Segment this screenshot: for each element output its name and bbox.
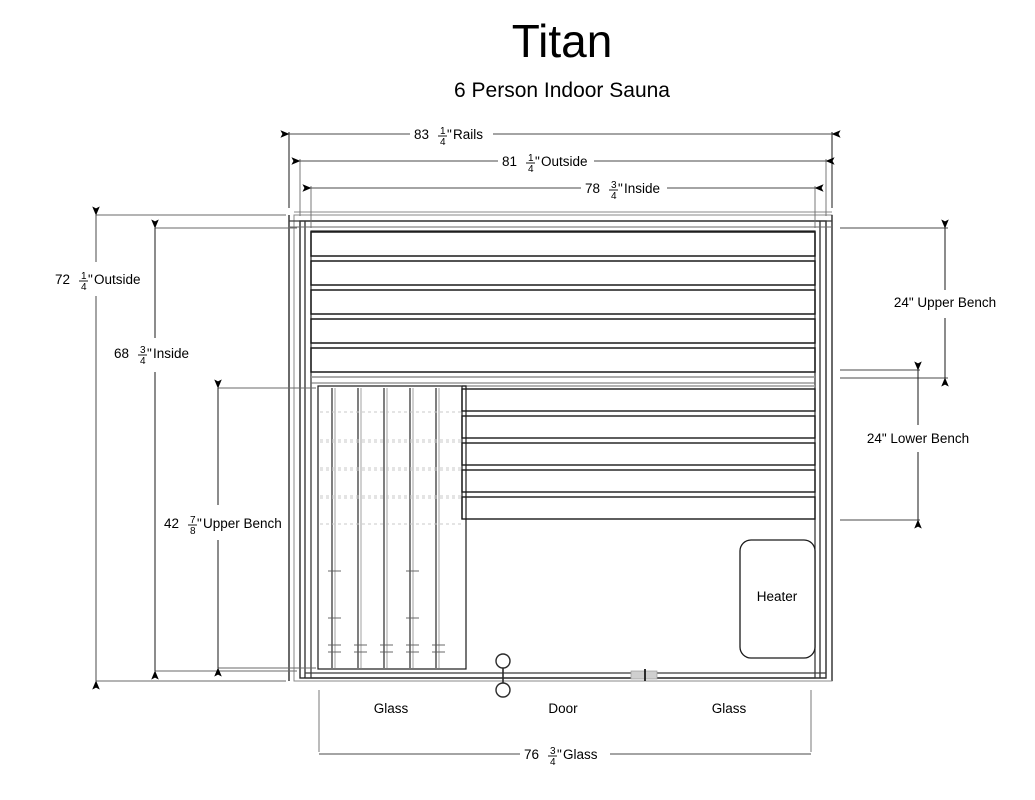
dim-rails-unit: " <box>447 127 452 142</box>
dim-outside-h-unit: " <box>88 272 93 287</box>
upper-bench-slat <box>310 231 816 257</box>
dim-bench-unit: " <box>197 516 202 531</box>
upper-bench-slat <box>310 289 816 315</box>
dim-label-upper-bench-left: 42 7 8 " Upper Bench <box>164 515 282 537</box>
door-handle[interactable] <box>495 653 511 698</box>
dim-glass-whole: 76 <box>524 747 539 762</box>
heater-outline <box>739 539 816 659</box>
dim-bench-denominator: 8 <box>190 526 196 537</box>
backrest-panel-outline <box>317 385 467 670</box>
dim-label-inside-width: 78 3 4 " Inside <box>585 180 660 202</box>
dim-outside-h-label: Outside <box>94 272 141 287</box>
dim-inside-numerator: 3 <box>611 180 617 191</box>
dim-rails-numerator: 1 <box>440 126 446 137</box>
dim-rails-label: Rails <box>453 127 483 142</box>
dim-inside-whole: 78 <box>585 181 600 196</box>
dim-bench-whole: 42 <box>164 516 179 531</box>
dim-label-inside-height: 68 3 4 " Inside <box>114 345 189 367</box>
dim-rails-denominator: 4 <box>440 137 446 148</box>
dim-inside-denominator: 4 <box>611 191 617 202</box>
top-dimensions: 83 1 4 " Rails 81 1 4 " Outside <box>280 126 841 228</box>
dim-outside-h-whole: 72 <box>55 272 70 287</box>
dim-label-outside-height: 72 1 4 " Outside <box>55 271 141 293</box>
upper-bench-slat <box>310 260 816 286</box>
glass-right-label: Glass <box>712 701 747 716</box>
dim-glass-denominator: 4 <box>550 757 556 768</box>
glass-left-label: Glass <box>374 701 409 716</box>
lower-bench-slats <box>461 385 816 520</box>
dim-bench-label: Upper Bench <box>203 516 282 531</box>
dim-label-rails: 83 1 4 " Rails <box>414 126 483 148</box>
hidden-construction-lines <box>320 411 464 525</box>
door-handle-knob-bottom <box>495 682 511 698</box>
dim-glass-numerator: 3 <box>550 746 556 757</box>
left-dimensions: 72 1 4 " Outside 68 3 4 " Inside <box>55 206 316 690</box>
upper-bench-slat <box>310 318 816 344</box>
glass-door-wall: Glass Door Glass <box>294 653 832 716</box>
dim-inside-h-label: Inside <box>153 346 189 361</box>
dim-label-outside-width: 81 1 4 " Outside <box>502 153 588 175</box>
heater-unit[interactable]: Heater <box>739 539 816 659</box>
dim-outside-denominator: 4 <box>528 164 534 175</box>
dim-inside-unit: " <box>618 181 623 196</box>
dim-bench-numerator: 7 <box>190 515 196 526</box>
dim-glass-unit: " <box>557 747 562 762</box>
dim-outside-numerator: 1 <box>528 153 534 164</box>
dim-upper-bench-right-label: 24" Upper Bench <box>894 295 996 310</box>
hinge-plate <box>630 670 658 680</box>
dim-inside-h-denominator: 4 <box>140 356 146 367</box>
slat-bracket-marks <box>328 570 445 653</box>
dim-outside-label: Outside <box>541 154 588 169</box>
dim-inside-h-numerator: 3 <box>140 345 146 356</box>
dim-outside-whole: 81 <box>502 154 517 169</box>
right-dimensions: 24" Upper Bench 24" Lower Bench <box>840 219 996 529</box>
backrest-vertical-slats <box>317 385 467 670</box>
dim-rails-whole: 83 <box>414 127 429 142</box>
upper-bench-slats <box>310 231 816 384</box>
dim-outside-h-numerator: 1 <box>81 271 87 282</box>
dim-lower-bench-right-label: 24" Lower Bench <box>867 431 969 446</box>
dim-outside-h-denominator: 4 <box>81 282 87 293</box>
dim-inside-h-whole: 68 <box>114 346 129 361</box>
dim-outside-unit: " <box>535 154 540 169</box>
dim-glass-label: Glass <box>563 747 598 762</box>
bottom-dimension: 76 3 4 " Glass <box>318 690 812 768</box>
page-subtitle: 6 Person Indoor Sauna <box>454 79 670 102</box>
door-handle-knob-top <box>495 653 511 669</box>
door-hinge <box>630 669 658 681</box>
heater-label: Heater <box>757 589 798 604</box>
dim-inside-label: Inside <box>624 181 660 196</box>
dim-label-glass-width: 76 3 4 " Glass <box>524 746 598 768</box>
page-title: Titan <box>512 15 613 67</box>
dim-inside-h-unit: " <box>147 346 152 361</box>
upper-bench-slat <box>310 347 816 373</box>
door-label: Door <box>548 701 578 716</box>
